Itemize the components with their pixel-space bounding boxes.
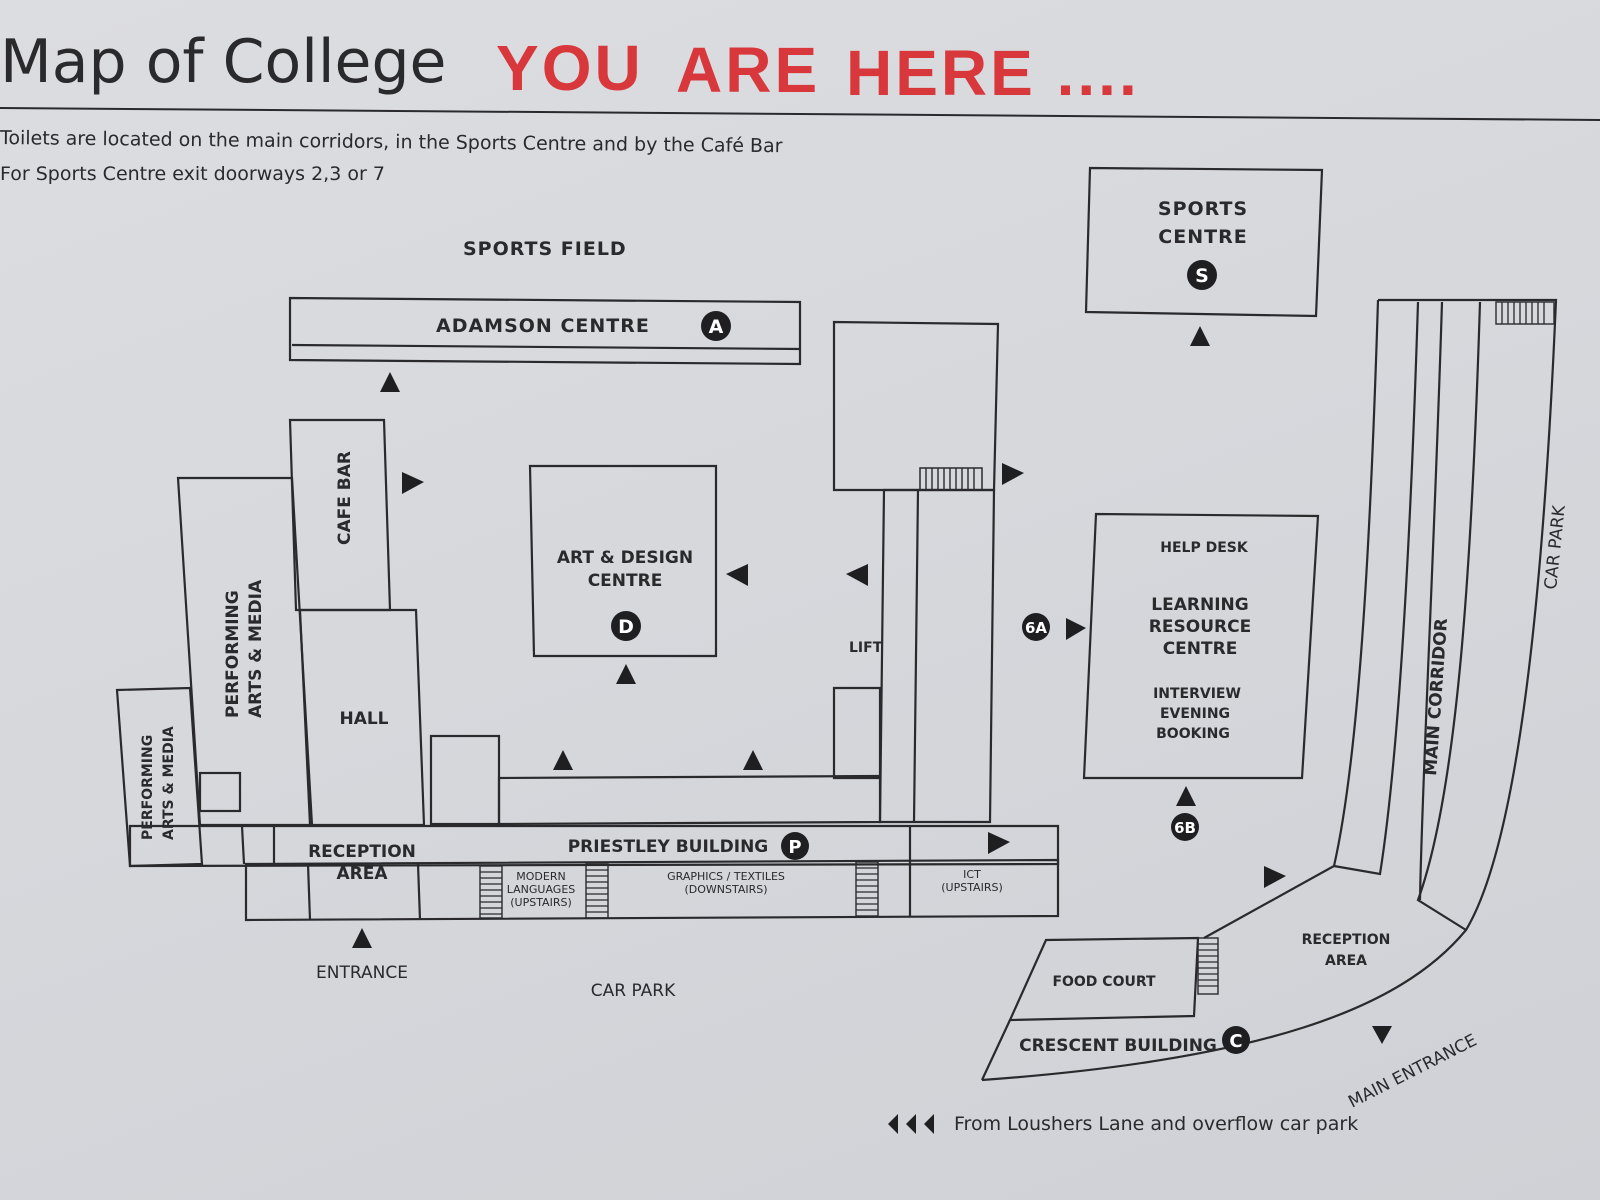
lift-block: LIFT: [832, 320, 1000, 824]
reception-left-label-1: RECEPTION: [308, 842, 416, 862]
performing-arts-small-label-2: ARTS & MEDIA: [161, 726, 177, 840]
badge-6a: 6A: [1022, 613, 1050, 641]
badge-d: D: [611, 611, 641, 641]
arrow-right-icon: [1264, 866, 1286, 888]
graphics-label-1: GRAPHICS / TEXTILES: [667, 870, 785, 883]
svg-text:C: C: [1229, 1031, 1242, 1052]
modern-languages-label-2: LANGUAGES: [507, 883, 576, 896]
here-word: HERE ....: [846, 37, 1140, 109]
lrc-label-3: CENTRE: [1163, 639, 1238, 659]
header-rule: [0, 107, 1600, 121]
arrow-right-icon: [1066, 618, 1086, 640]
svg-text:D: D: [618, 616, 634, 638]
sports-centre-label-2: CENTRE: [1158, 226, 1247, 248]
performing-arts-small: PERFORMING ARTS & MEDIA: [115, 686, 242, 868]
main-corridor-label: MAIN CORRIDOR: [1421, 618, 1452, 777]
corridor-strip: [497, 774, 882, 826]
svg-text:P: P: [788, 837, 801, 858]
arrow-up-icon: [553, 750, 573, 770]
hall-label: HALL: [339, 709, 388, 729]
food-court-label: FOOD COURT: [1052, 974, 1156, 990]
badge-a: A: [701, 311, 731, 341]
main-entrance-label: MAIN ENTRANCE: [1345, 1030, 1480, 1112]
svg-text:6B: 6B: [1174, 819, 1196, 837]
main-corridor: MAIN CORRIDOR CAR PARK: [981, 298, 1570, 1082]
modern-languages-label-3: (UPSTAIRS): [510, 896, 572, 909]
arrow-up-icon: [380, 372, 400, 392]
arrow-up-icon: [616, 664, 636, 684]
reception-left-label-2: AREA: [336, 864, 388, 884]
badge-c: C: [1222, 1026, 1250, 1054]
arrow-up-icon: [743, 750, 763, 770]
car-park-right-label: CAR PARK: [1541, 504, 1570, 591]
lrc-label-1: LEARNING: [1151, 595, 1248, 615]
modern-languages-label-1: MODERN: [516, 870, 565, 883]
stairs-icon: [479, 865, 503, 919]
toilets-note: Toilets are located on the main corridor…: [0, 127, 783, 157]
sports-exit-note: For Sports Centre exit doorways 2,3 or 7: [0, 163, 385, 185]
sports-field-label: SPORTS FIELD: [463, 238, 627, 260]
art-design-building: ART & DESIGN CENTRE D: [528, 464, 718, 658]
arrow-up-icon: [1190, 326, 1210, 346]
car-park-bottom-label: CAR PARK: [591, 981, 676, 1001]
ict-label-1: ICT: [963, 868, 981, 881]
stairs-icon: [919, 467, 983, 491]
svg-text:A: A: [709, 316, 724, 338]
hall-building: HALL: [298, 608, 426, 827]
priestley-building: RECEPTION AREA PRIESTLEY BUILDING P MODE…: [128, 824, 1060, 922]
art-design-label-2: CENTRE: [588, 571, 663, 591]
performing-arts-small-label-1: PERFORMING: [140, 735, 156, 840]
arrow-right-icon: [988, 832, 1010, 854]
are-word: ARE: [676, 34, 820, 106]
stairs-icon: [1495, 301, 1555, 325]
arrow-up-icon: [352, 928, 372, 948]
arrow-right-icon: [402, 472, 424, 494]
entrance-label: ENTRANCE: [316, 963, 408, 983]
you-word: YOU: [496, 32, 644, 104]
adamson-centre-label: ADAMSON CENTRE: [436, 315, 650, 337]
map-title: Map of College: [0, 27, 446, 97]
svg-text:6A: 6A: [1025, 619, 1047, 637]
help-desk-label: HELP DESK: [1160, 540, 1249, 556]
performing-arts-main: PERFORMING ARTS & MEDIA: [176, 476, 314, 827]
sports-centre-building: SPORTS CENTRE S: [1084, 166, 1324, 318]
badge-s: S: [1187, 260, 1217, 290]
cafe-bar-label: CAFE BAR: [335, 451, 355, 545]
badge-p: P: [781, 832, 809, 860]
learning-resource-centre: HELP DESK LEARNING RESOURCE CENTRE INTER…: [1082, 512, 1320, 780]
loushers-note: From Loushers Lane and overflow car park: [954, 1113, 1358, 1135]
reception-right-label-2: AREA: [1325, 953, 1367, 969]
arrow-right-icon: [1002, 463, 1024, 485]
arrow-up-icon: [1176, 786, 1196, 806]
lrc-label-2: RESOURCE: [1149, 617, 1251, 637]
ict-label-2: (UPSTAIRS): [941, 881, 1003, 894]
art-design-label-1: ART & DESIGN: [557, 548, 693, 568]
performing-arts-label-1: PERFORMING: [223, 590, 243, 718]
crescent-building: FOOD COURT CRESCENT BUILDING C: [981, 936, 1250, 1081]
crescent-label: CRESCENT BUILDING: [1019, 1036, 1217, 1056]
small-block: [429, 734, 501, 826]
lift-label: LIFT: [849, 640, 883, 656]
stairs-icon: [855, 861, 879, 917]
arrow-left-icon: [726, 564, 748, 586]
svg-text:S: S: [1195, 265, 1209, 287]
adamson-centre-building: ADAMSON CENTRE A: [288, 296, 802, 366]
arrow-down-icon: [1372, 1026, 1392, 1044]
arrow-left-icon: [846, 564, 868, 586]
interview-label-2: EVENING: [1160, 706, 1230, 722]
priestley-label: PRIESTLEY BUILDING: [568, 837, 769, 857]
badge-6b: 6B: [1171, 813, 1199, 841]
performing-arts-label-2: ARTS & MEDIA: [246, 579, 266, 718]
graphics-label-2: (DOWNSTAIRS): [684, 883, 767, 896]
loushers-arrows: [888, 1114, 934, 1134]
stairs-icon: [585, 863, 609, 919]
cafe-bar-building: CAFE BAR: [288, 418, 392, 612]
stairs-icon: [1197, 937, 1219, 995]
interview-label-3: BOOKING: [1156, 726, 1230, 742]
interview-label-1: INTERVIEW: [1153, 686, 1241, 702]
reception-right-label-1: RECEPTION: [1302, 932, 1391, 948]
sports-centre-label-1: SPORTS: [1158, 198, 1248, 220]
